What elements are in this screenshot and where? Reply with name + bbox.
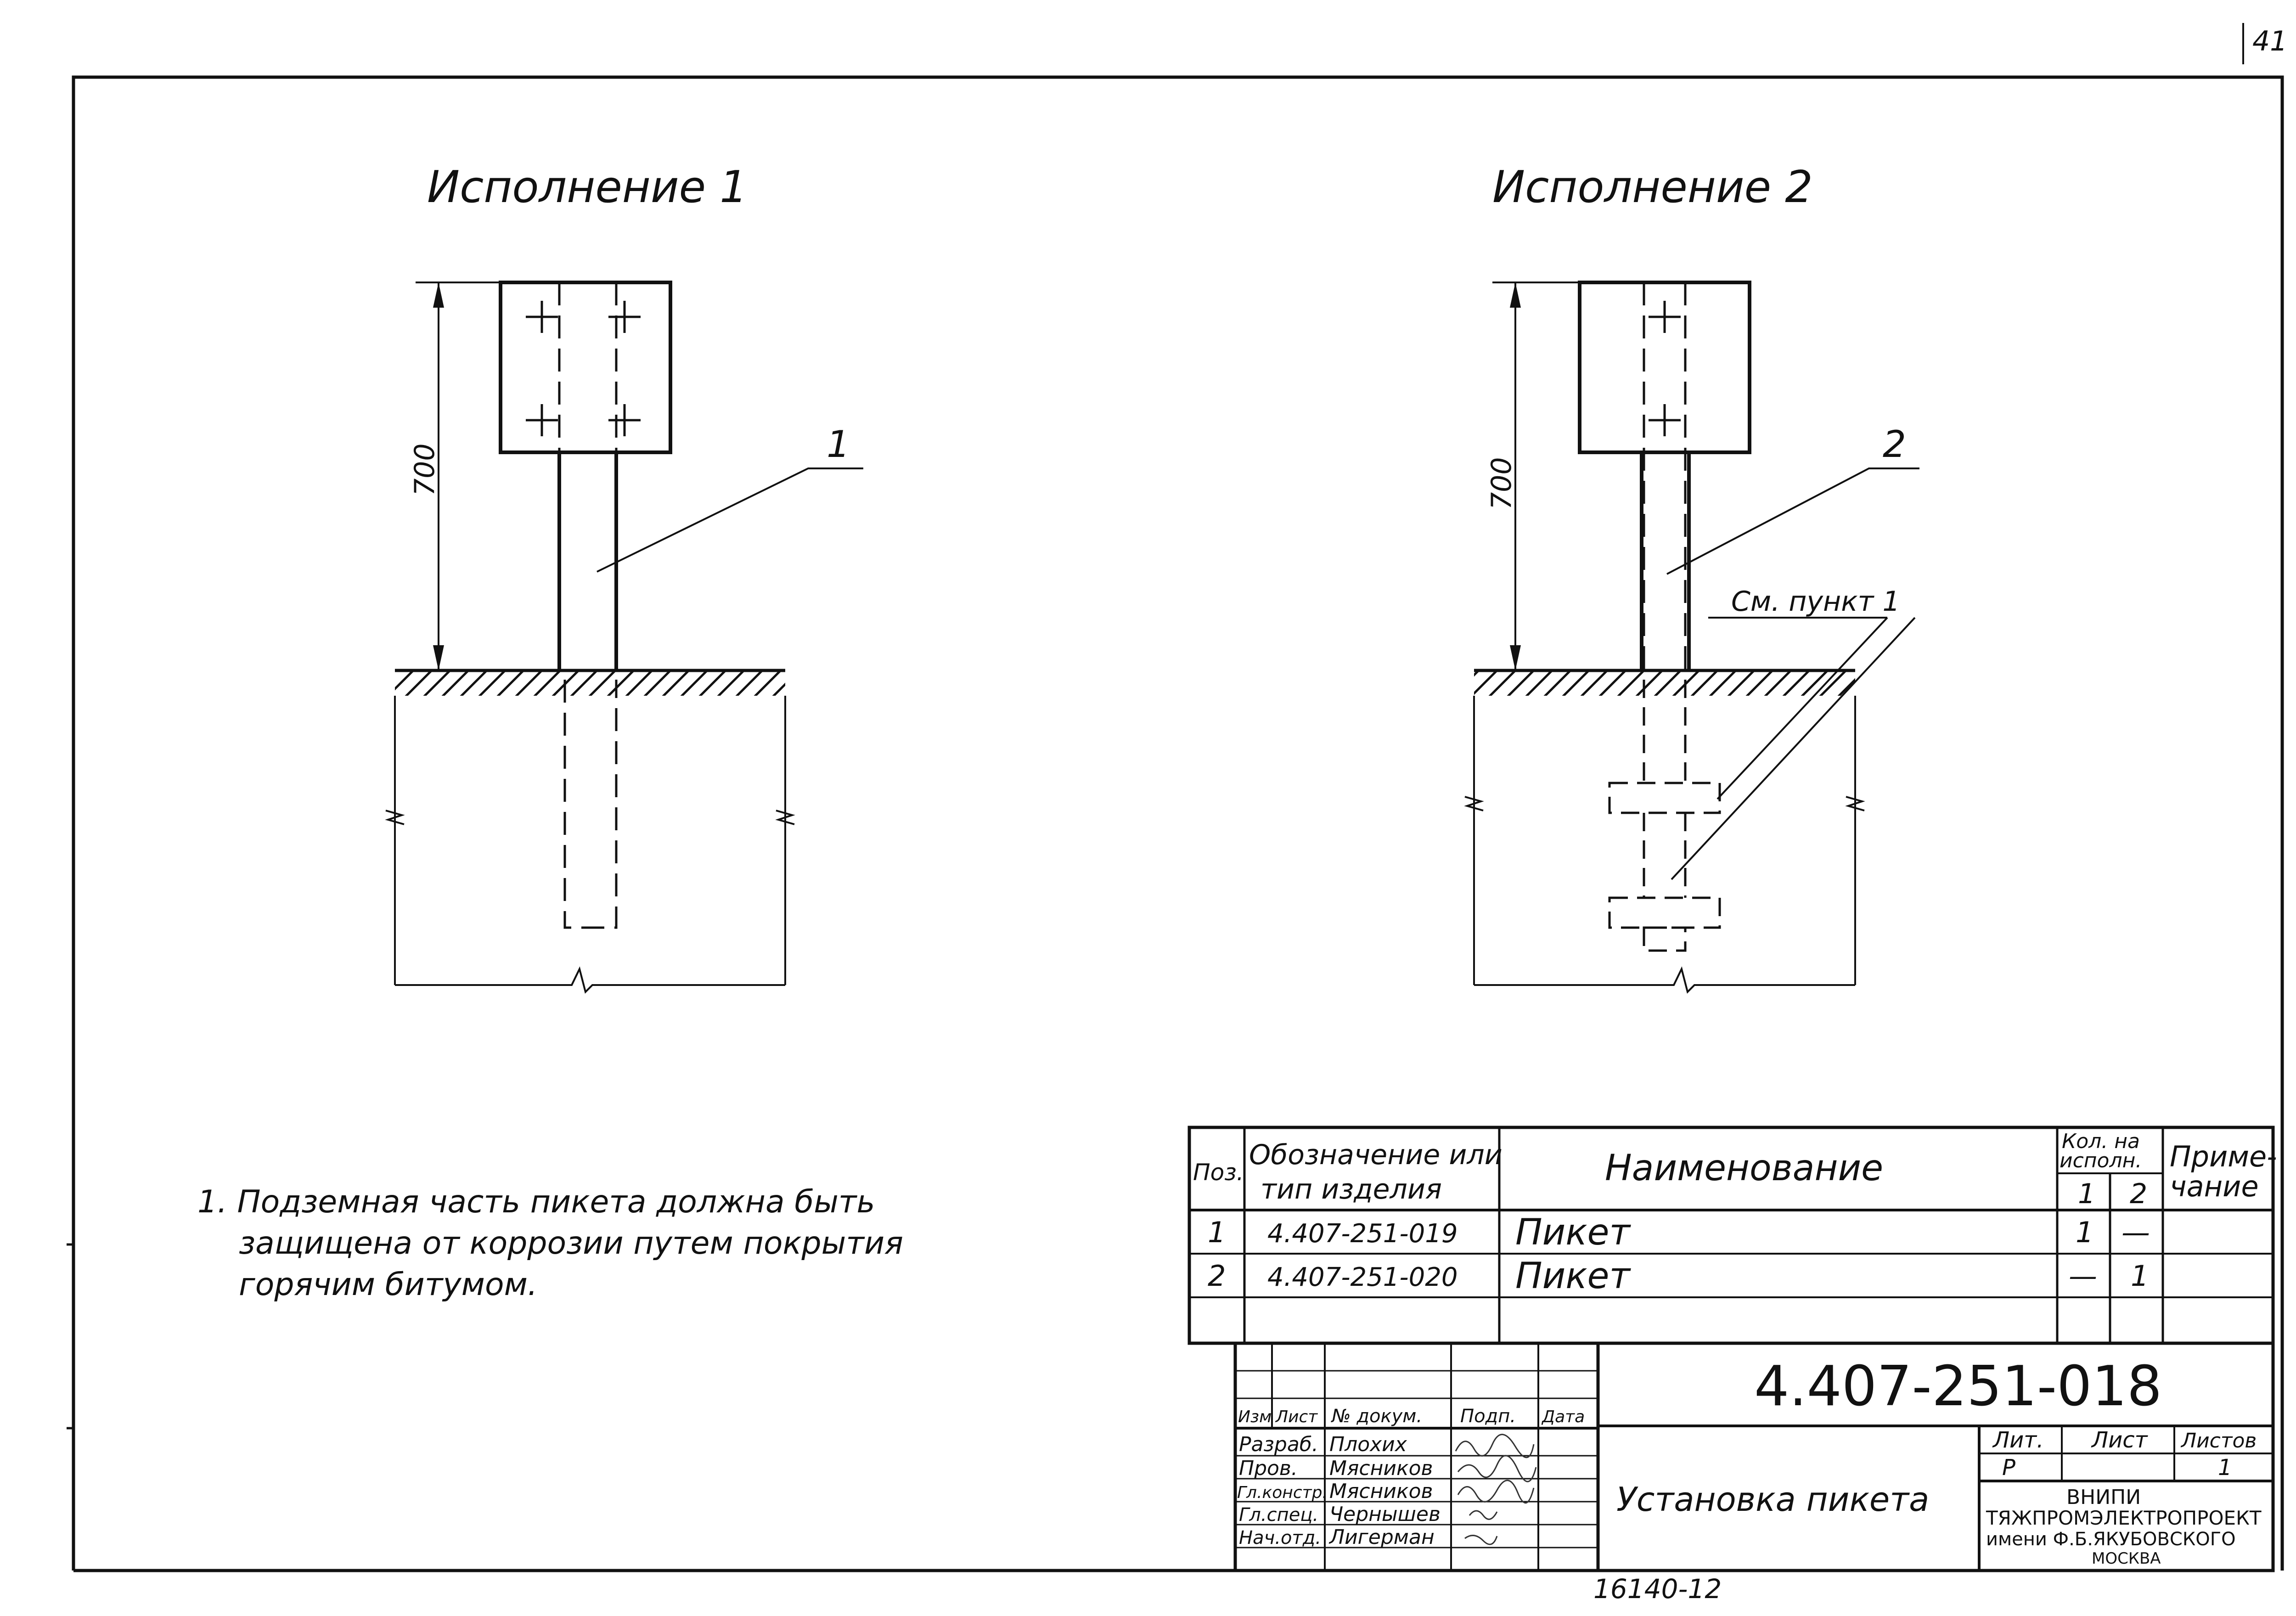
doc-code: 4.407-251-018 — [1754, 1355, 2162, 1419]
tb-lit-value: Р — [2002, 1455, 2015, 1481]
tb-role-1: Разраб. — [1239, 1433, 1318, 1456]
spec-row-2-pos: 2 — [1208, 1259, 1226, 1293]
note-line-2: защищена от коррозии путем покрытия — [239, 1225, 903, 1261]
spec-header-pos: Поз. — [1193, 1159, 1244, 1186]
page-number: 41 — [2252, 25, 2287, 57]
spec-row-1-q2: — — [2122, 1216, 2150, 1249]
spec-header-remark-2: чание — [2170, 1170, 2259, 1203]
variant-2-callout: 2 — [1883, 423, 1906, 466]
spec-row-2-designation: 4.407-251-020 — [1267, 1262, 1458, 1292]
tb-role-3: Гл.констр. — [1237, 1483, 1328, 1502]
note-line-3: горячим битумом. — [239, 1267, 537, 1303]
tb-name-1: Плохих — [1329, 1433, 1407, 1456]
tb-header-date: Дата — [1541, 1408, 1585, 1426]
note-line-1: 1. Подземная часть пикета должна быть — [197, 1184, 875, 1220]
tb-header-doc: № докум. — [1331, 1406, 1422, 1427]
tb-role-2: Пров. — [1239, 1457, 1298, 1480]
tb-lit-label: Лит. — [1992, 1427, 2044, 1453]
tb-sheets-label: Листов — [2180, 1429, 2257, 1453]
spec-header-designation-2: тип изделия — [1261, 1173, 1442, 1205]
ground-hatch — [395, 670, 785, 696]
tb-name-5: Лигерман — [1328, 1526, 1435, 1549]
bottom-number: 16140-12 — [1593, 1573, 1722, 1605]
variant-2-title: Исполнение 2 — [1492, 162, 1813, 213]
org-line-1: ВНИПИ — [2066, 1486, 2141, 1509]
variant-1-dimension: 700 — [409, 443, 441, 496]
org-line-4: МОСКВА — [2092, 1549, 2161, 1568]
tb-sheet-label: Лист — [2091, 1427, 2149, 1453]
spec-row-2-q1: — — [2069, 1259, 2097, 1293]
spec-header-qty-2: исполн. — [2060, 1149, 2142, 1172]
drawing-frame — [72, 75, 2284, 1571]
tb-header-izm: Изм — [1238, 1408, 1272, 1426]
spec-row-2-name: Пикет — [1515, 1256, 1631, 1297]
variant-2-drawing: Исполнение 2 700 2 См. пу — [1464, 162, 1919, 994]
sign-plate — [1578, 281, 1751, 454]
variant-2-dimension: 700 — [1486, 457, 1518, 510]
tb-header-list: Лист — [1275, 1408, 1318, 1426]
tb-header-sign: Подп. — [1460, 1406, 1516, 1427]
org-line-2: ТЯЖПРОМЭЛЕКТРОПРОЕКТ — [1986, 1507, 2262, 1529]
spec-header-qty-v1: 1 — [2078, 1178, 2095, 1210]
spec-row-1-pos: 1 — [1208, 1216, 1226, 1249]
tb-role-5: Нач.отд. — [1239, 1527, 1321, 1548]
title-block — [1233, 1341, 2275, 1572]
spec-header-qty-v2: 2 — [2130, 1178, 2147, 1210]
tb-name-3: Мясников — [1329, 1480, 1433, 1503]
tb-name-2: Мясников — [1329, 1457, 1433, 1480]
tb-name-4: Чернышев — [1329, 1503, 1441, 1526]
variant-1-title: Исполнение 1 — [427, 162, 748, 213]
spec-row-2-q2: 1 — [2131, 1259, 2149, 1293]
spec-header-qty-1: Кол. на — [2062, 1130, 2140, 1153]
spec-header-remark-1: Приме- — [2170, 1140, 2277, 1173]
spec-table-text: Поз. Обозначение или тип изделия Наимено… — [1193, 1130, 2277, 1297]
sign-plate — [499, 281, 672, 454]
title-block-text: Изм Лист № докум. Подп. Дата Разраб. Пло… — [1237, 1355, 2262, 1568]
spec-row-1-name: Пикет — [1515, 1212, 1631, 1253]
tb-sheets-value: 1 — [2218, 1455, 2232, 1481]
variant-1-callout: 1 — [827, 423, 850, 466]
signatures — [1455, 1434, 1537, 1545]
spec-row-1-designation: 4.407-251-019 — [1267, 1219, 1458, 1249]
org-line-3: имени Ф.Б.ЯКУБОВСКОГО — [1986, 1529, 2236, 1550]
spec-row-1-q1: 1 — [2076, 1216, 2093, 1249]
ground-hatch — [1474, 670, 1855, 696]
tb-role-4: Гл.спец. — [1239, 1504, 1318, 1526]
drawing-title: Установка пикета — [1616, 1480, 1929, 1519]
spec-header-name: Наименование — [1605, 1148, 1883, 1189]
spec-header-designation-1: Обозначение или — [1249, 1139, 1503, 1171]
general-note: 1. Подземная часть пикета должна быть за… — [197, 1184, 903, 1303]
see-note-label: См. пункт 1 — [1731, 586, 1900, 618]
variant-1-drawing: Исполнение 1 700 1 — [385, 162, 863, 994]
